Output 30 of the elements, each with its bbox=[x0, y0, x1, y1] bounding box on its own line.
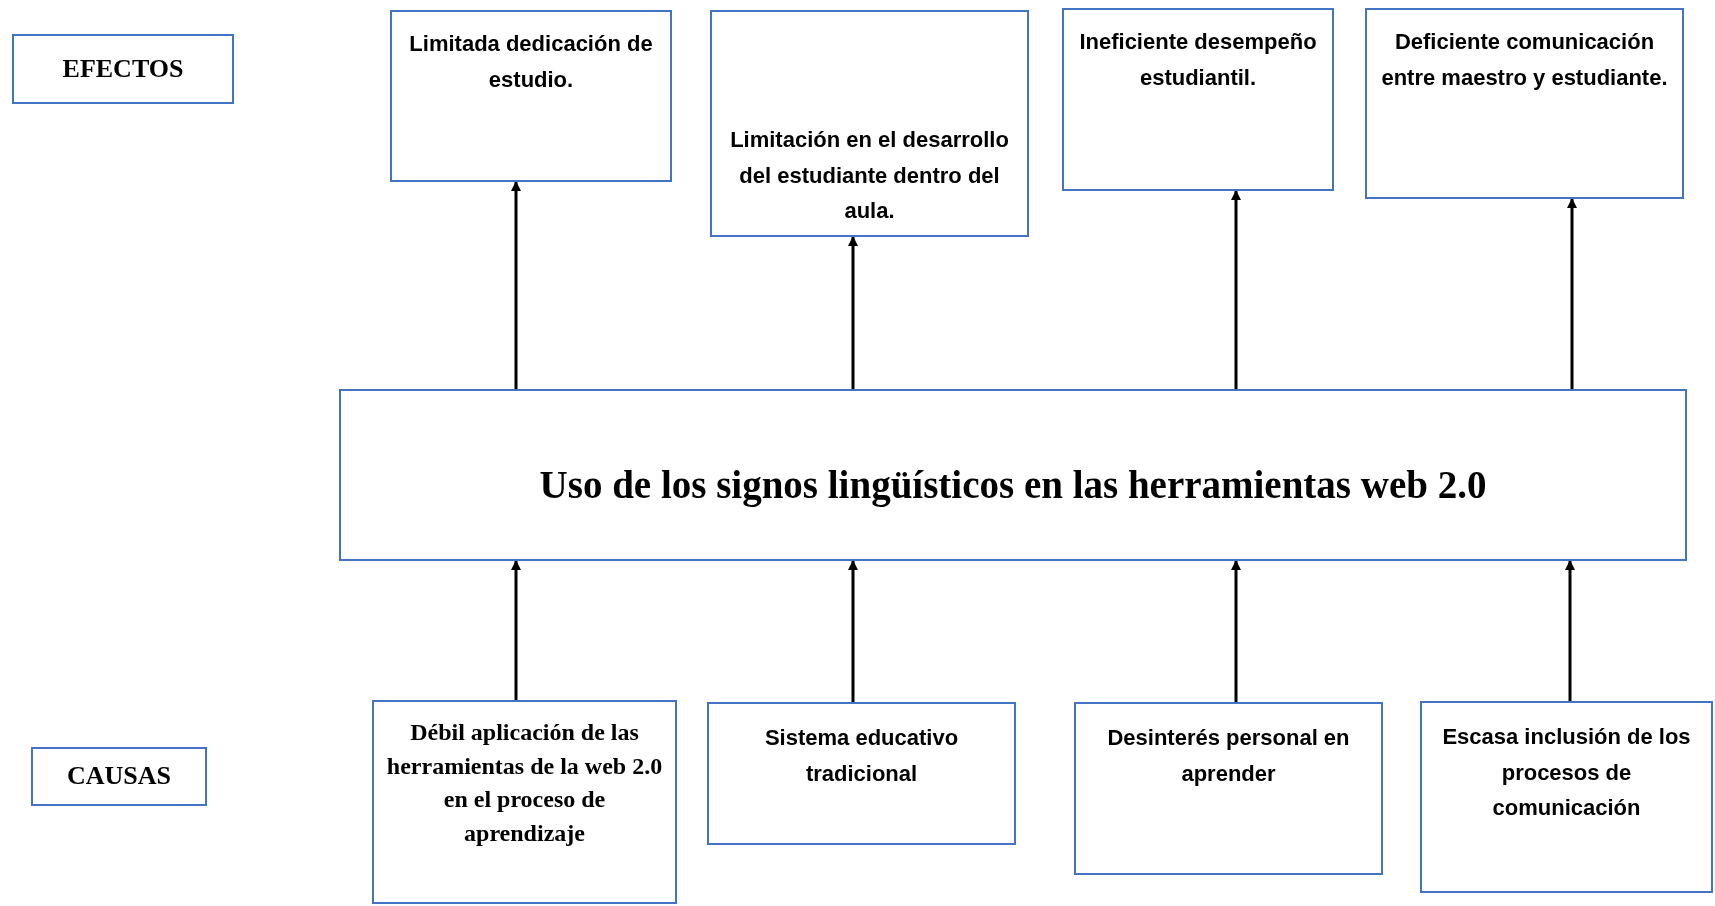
arrow bbox=[511, 181, 521, 389]
arrow bbox=[1231, 560, 1241, 702]
effect-box bbox=[1365, 8, 1684, 199]
box-text: Limitada dedicación de estudio. bbox=[408, 30, 654, 94]
cause-box bbox=[707, 702, 1016, 845]
box-text: Limitación en el desarrollo del estudiante dentro del aula. bbox=[729, 126, 1010, 226]
arrow bbox=[511, 560, 521, 700]
cause-box bbox=[1074, 702, 1383, 875]
effect-box bbox=[1062, 8, 1334, 191]
arrow bbox=[848, 236, 858, 389]
box-text: Sistema educativo tradicional bbox=[763, 724, 960, 788]
problem-box bbox=[339, 389, 1687, 561]
arrow bbox=[1231, 190, 1241, 389]
cause-box bbox=[1420, 701, 1713, 893]
box-text: Ineficiente desempeño estudiantil. bbox=[1078, 28, 1318, 92]
effect-box bbox=[390, 10, 672, 182]
heading-box bbox=[12, 34, 234, 104]
box-text: Débil aplicación de las herramientas de la web 2.0 en el proceso de aprendizaje bbox=[385, 718, 664, 848]
arrow bbox=[1565, 560, 1575, 701]
box-text: EFECTOS bbox=[62, 52, 184, 85]
cause-box bbox=[372, 700, 677, 904]
box-text: Escasa inclusión de los procesos de comunicación bbox=[1441, 723, 1692, 823]
effect-box bbox=[710, 10, 1029, 237]
box-text: Deficiente comunicación entre maestro y estudiante. bbox=[1380, 28, 1669, 92]
box-text: Uso de los signos lingüísticos en las herramientas web 2.0 bbox=[539, 461, 1487, 509]
arrow bbox=[848, 560, 858, 702]
arrow bbox=[1567, 198, 1577, 389]
box-text: CAUSAS bbox=[67, 760, 171, 793]
box-text: Desinterés personal en aprender bbox=[1106, 724, 1351, 788]
heading-box bbox=[31, 747, 207, 806]
